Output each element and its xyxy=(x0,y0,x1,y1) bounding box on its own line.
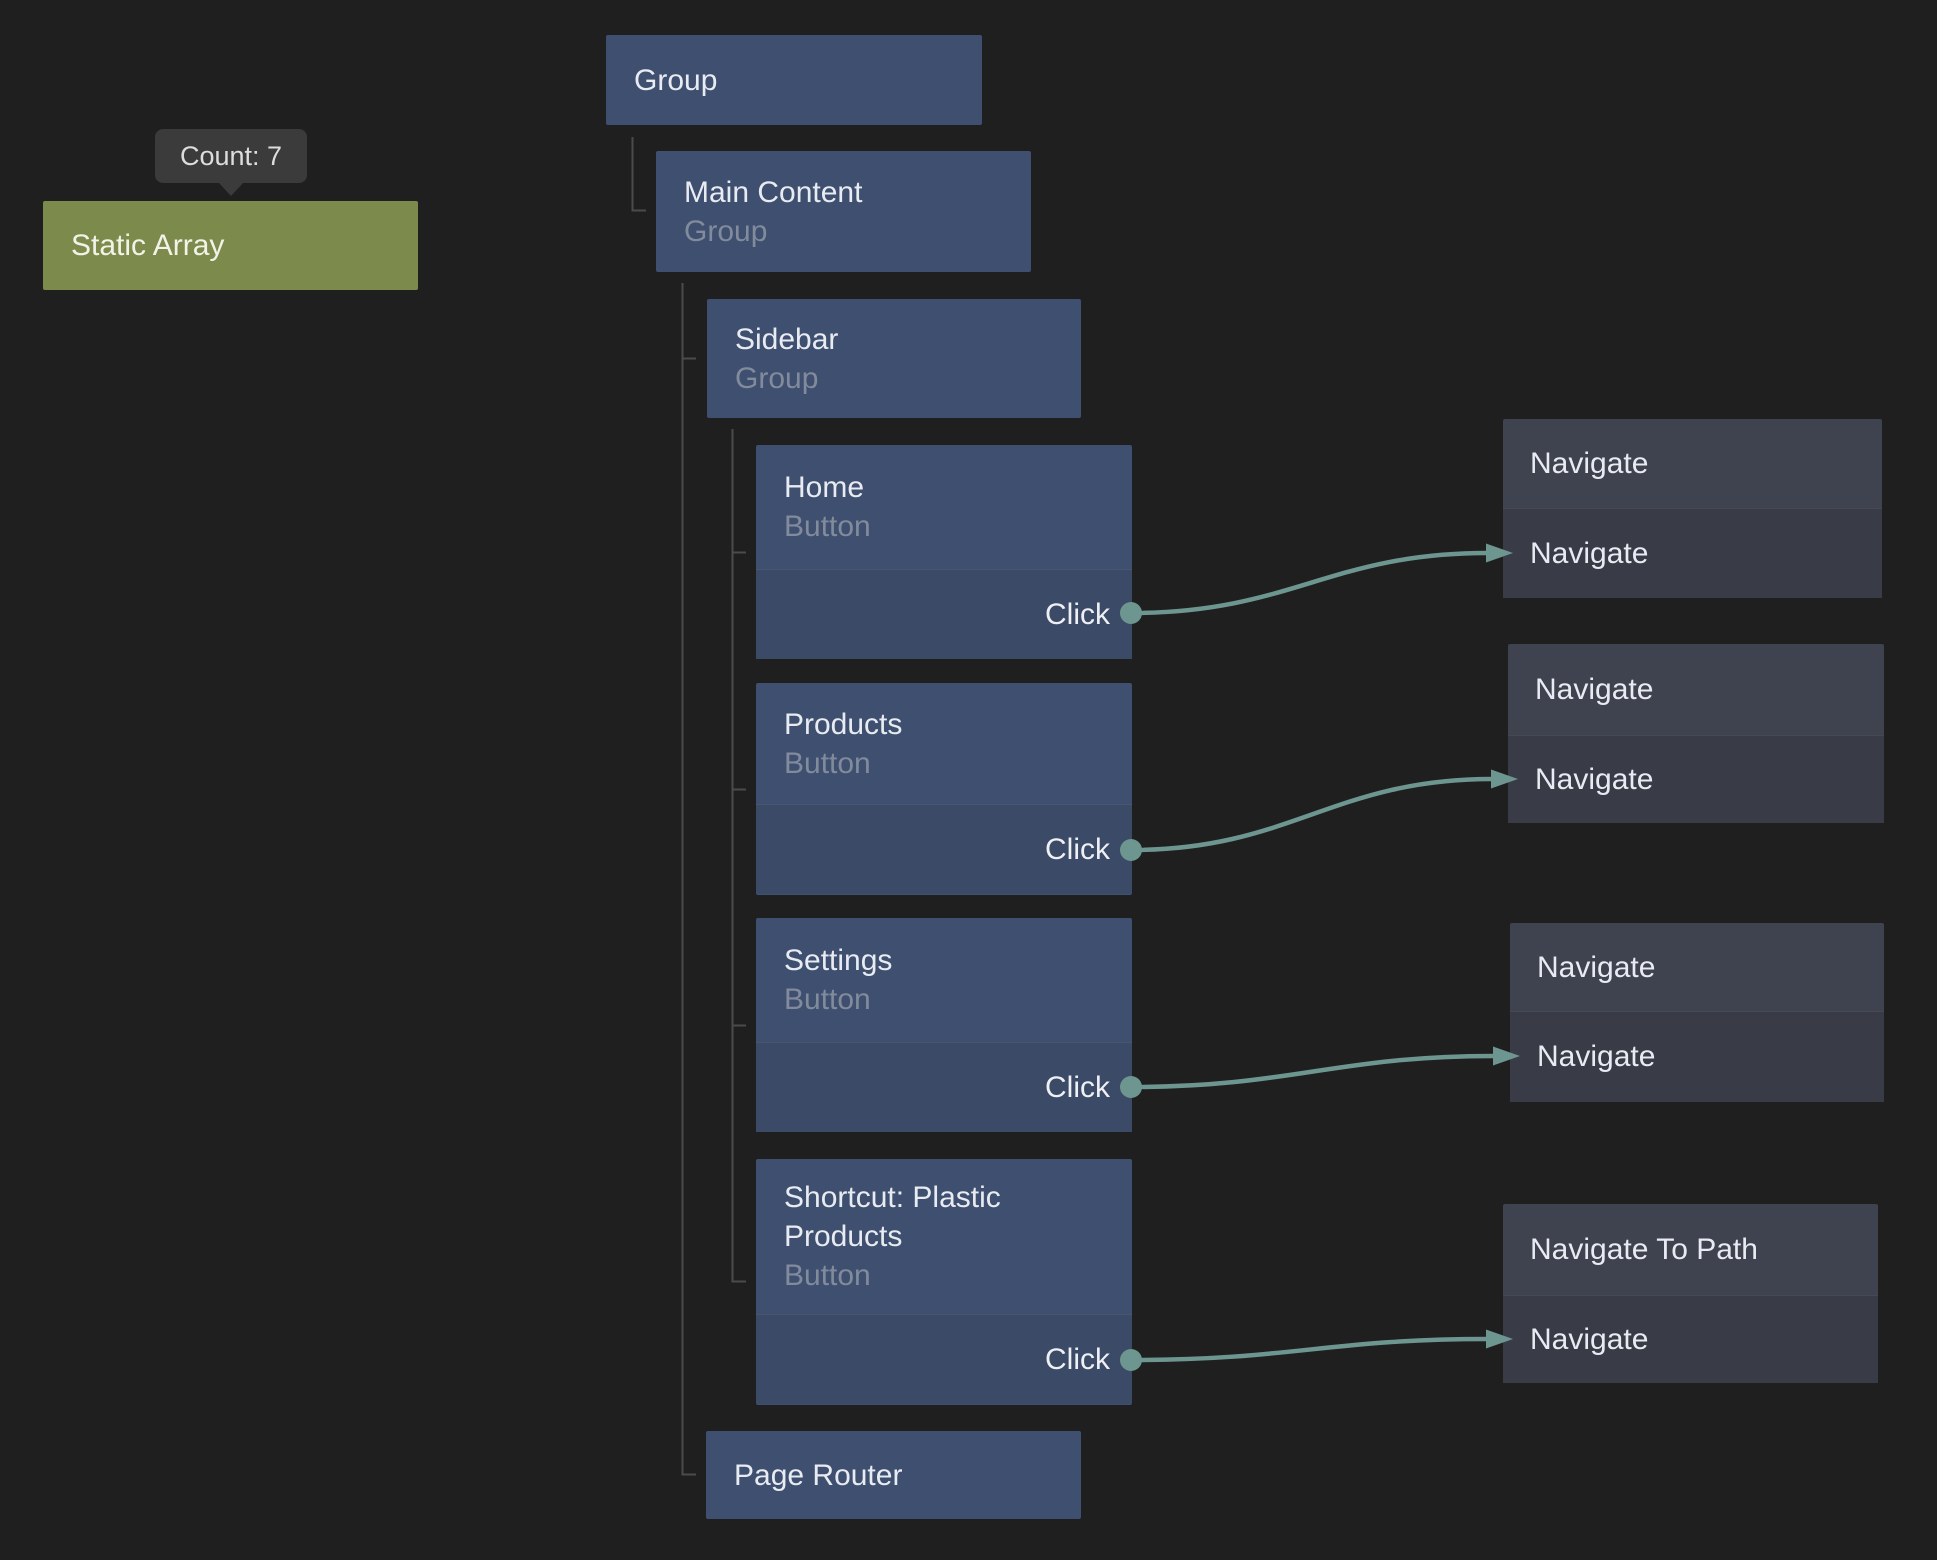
node-type-label: Button xyxy=(784,746,871,780)
port-label-navigate: Navigate xyxy=(1530,536,1649,570)
port-label-click: Click xyxy=(1045,832,1110,866)
node-title: Settings xyxy=(784,944,893,977)
port-label-click: Click xyxy=(1045,1070,1110,1104)
node-type-label: Group xyxy=(735,361,819,395)
node-group[interactable]: Group xyxy=(606,35,982,125)
node-title: Group xyxy=(634,63,718,97)
click-output-row: Click xyxy=(756,804,1132,894)
node-navigate-settings[interactable]: Navigate Navigate xyxy=(1510,923,1884,1102)
node-title: Navigate xyxy=(1535,673,1654,706)
node-home[interactable]: Home Button Click xyxy=(756,445,1132,659)
node-title: Products xyxy=(784,707,903,741)
node-static-array[interactable]: Static Array xyxy=(43,201,418,290)
port-label-navigate: Navigate xyxy=(1530,1322,1649,1356)
node-type-label: Button xyxy=(784,983,871,1016)
click-output-row: Click xyxy=(756,1314,1132,1404)
click-output-row: Click xyxy=(756,1042,1132,1132)
port-label-click: Click xyxy=(1045,597,1110,631)
node-title: Page Router xyxy=(734,1458,903,1492)
count-tooltip: Count: 7 xyxy=(155,129,307,196)
port-label-navigate: Navigate xyxy=(1537,1040,1656,1073)
node-title: Sidebar xyxy=(735,322,839,356)
node-title: Shortcut: Plastic Products xyxy=(784,1181,1001,1253)
node-navigate-to-path[interactable]: Navigate To Path Navigate xyxy=(1503,1204,1878,1383)
node-title: Home xyxy=(784,471,865,504)
tree-connector-sidebar xyxy=(731,429,746,1283)
port-label-click: Click xyxy=(1045,1342,1110,1376)
node-title: Main Content xyxy=(684,175,863,209)
port-label-navigate: Navigate xyxy=(1535,762,1654,796)
count-tooltip-text: Count: 7 xyxy=(179,140,283,171)
wire-settings-click-to-navigate[interactable] xyxy=(1130,1053,1495,1090)
node-navigate-home[interactable]: Navigate Navigate xyxy=(1503,419,1882,598)
node-title: Static Array xyxy=(71,229,225,262)
node-title: Navigate xyxy=(1530,447,1649,480)
node-navigate-products[interactable]: Navigate Navigate xyxy=(1508,644,1884,823)
node-sidebar[interactable]: Sidebar Group xyxy=(707,299,1081,418)
tree-connector-group xyxy=(631,137,646,212)
node-type-label: Group xyxy=(684,214,768,248)
node-title: Navigate xyxy=(1537,950,1656,984)
wire-shortcut-click-to-navigate-to-path[interactable] xyxy=(1130,1336,1488,1363)
node-type-label: Button xyxy=(784,1259,871,1292)
node-main-content[interactable]: Main Content Group xyxy=(656,151,1031,272)
node-settings[interactable]: Settings Button Click xyxy=(756,918,1132,1132)
node-title: Navigate To Path xyxy=(1530,1233,1758,1266)
node-shortcut-plastic-products[interactable]: Shortcut: Plastic Products Button Click xyxy=(756,1159,1132,1405)
tree-connector-main-content xyxy=(681,283,696,1476)
wire-products-click-to-navigate[interactable] xyxy=(1130,776,1493,853)
node-products[interactable]: Products Button Click xyxy=(756,683,1132,895)
wire-home-click-to-navigate[interactable] xyxy=(1130,550,1488,616)
node-page-router[interactable]: Page Router xyxy=(706,1431,1081,1519)
click-output-row: Click xyxy=(756,569,1132,659)
tooltip-arrow-icon xyxy=(219,183,243,196)
node-type-label: Button xyxy=(784,510,871,543)
